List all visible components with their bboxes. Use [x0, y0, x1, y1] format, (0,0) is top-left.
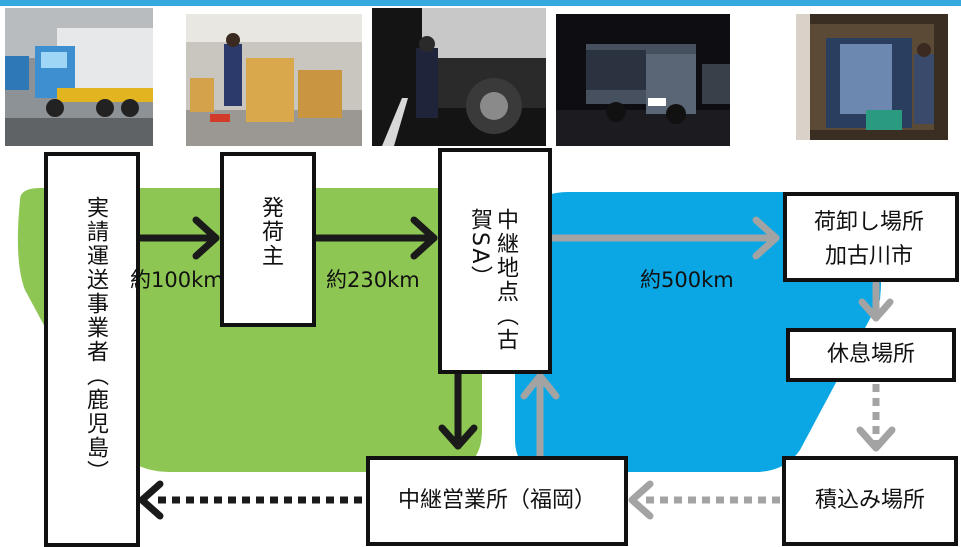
truck-depot-photo: [5, 8, 153, 146]
cargo-unloading-photo: [796, 14, 948, 140]
node-relay-office: 中継営業所（福岡）: [366, 456, 628, 546]
night-truck-photo: [556, 14, 730, 146]
node-carrier: 実請運送事業者（鹿児島）: [44, 152, 140, 547]
node-unload-site: 荷卸し場所加古川市: [783, 192, 959, 282]
arrow-carrier-to-shipper: [134, 216, 220, 260]
arrow-unload-to-rest: [858, 280, 894, 322]
arrow-office-to-carrier: [138, 480, 362, 520]
node-loading-site: 積込み場所: [782, 456, 958, 546]
node-relay-office-label: 中継営業所（福岡）: [397, 488, 596, 513]
arrow-office-to-relay-point: [520, 372, 560, 460]
node-carrier-label: 実請運送事業者（鹿児島）: [83, 196, 108, 484]
arrow-relay-point-to-unload: [548, 216, 780, 260]
distance-label-leg1: 約100km: [130, 268, 224, 292]
node-rest-area: 休息場所: [786, 328, 956, 382]
arrow-shipper-to-relay-point: [310, 216, 438, 260]
node-relay-point: 中継地点（古賀SA）: [438, 148, 552, 374]
node-shipper-label: 発荷主: [258, 196, 283, 268]
distance-label-leg2: 約230km: [326, 268, 420, 292]
arrow-relay-point-to-office: [438, 368, 478, 450]
arrow-rest-to-loading: [856, 384, 896, 452]
node-unload-site-label: 荷卸し場所加古川市: [813, 210, 924, 269]
distance-label-leg3: 約500km: [640, 268, 734, 292]
node-rest-area-label: 休息場所: [826, 342, 915, 367]
night-relay-photo: [372, 8, 546, 146]
node-loading-site-label: 積込み場所: [814, 488, 925, 513]
top-accent-line: [0, 0, 961, 6]
node-shipper: 発荷主: [220, 152, 316, 327]
node-relay-point-label: 中継地点（古賀SA）: [467, 208, 518, 352]
arrow-loading-to-office: [628, 480, 780, 520]
warehouse-loading-photo: [186, 14, 362, 146]
